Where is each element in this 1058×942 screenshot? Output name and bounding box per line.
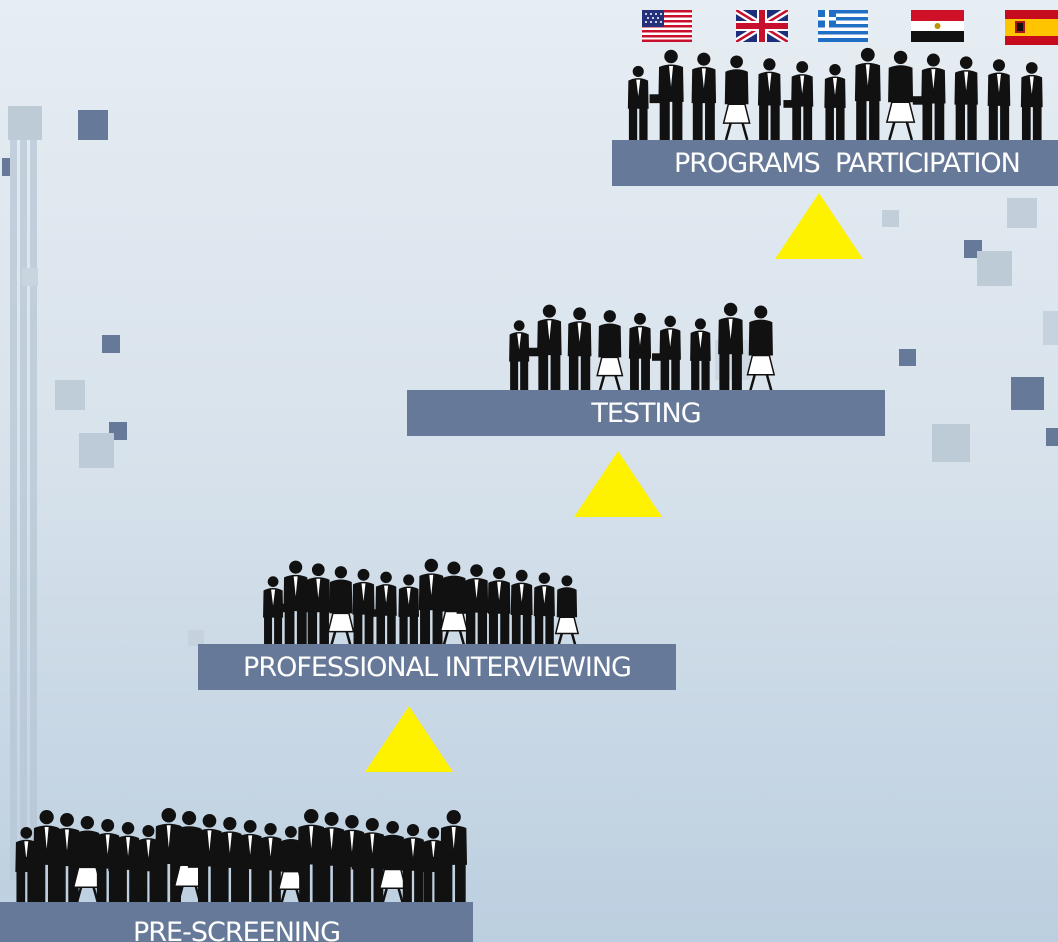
person-silhouette-icon (259, 823, 283, 905)
person-silhouette-icon (746, 305, 776, 392)
testing-crowd-silhouettes (509, 302, 776, 392)
person-silhouette-icon (339, 815, 365, 905)
person-silhouette-icon (297, 809, 325, 905)
person-silhouette-icon (327, 566, 355, 648)
person-silhouette-icon (487, 567, 511, 648)
person-silhouette-icon (318, 812, 345, 905)
person-silhouette-icon (95, 819, 120, 905)
arrow-up-icon (365, 706, 453, 772)
person-silhouette-icon (528, 304, 562, 392)
person-silhouette-icon (509, 320, 530, 392)
person-silhouette-icon (912, 53, 946, 140)
person-silhouette-icon (757, 58, 781, 140)
person-silhouette-icon (783, 61, 814, 140)
person-silhouette-icon (351, 818, 385, 905)
person-silhouette-icon (431, 810, 468, 905)
person-silhouette-icon (217, 817, 243, 905)
person-silhouette-icon (24, 810, 60, 905)
person-silhouette-icon (824, 64, 846, 140)
prescreening-crowd-silhouettes (15, 808, 468, 905)
usa-flag-icon (642, 10, 692, 42)
person-silhouette-icon (854, 47, 881, 140)
uk-flag-icon (736, 10, 788, 42)
programs-crowd-silhouettes (627, 47, 1043, 140)
person-silhouette-icon (987, 59, 1011, 140)
step-label: PROGRAMS PARTICIPATION (674, 147, 1021, 179)
person-silhouette-icon (306, 563, 331, 648)
step-pre-screening: PRE-SCREENING (0, 902, 473, 942)
person-silhouette-icon (627, 65, 649, 140)
person-silhouette-icon (367, 571, 397, 648)
greece-flag-icon (818, 10, 868, 42)
person-silhouette-icon (885, 50, 916, 140)
person-silhouette-icon (1020, 62, 1043, 140)
person-silhouette-icon (954, 56, 978, 140)
arrow-up-icon (775, 193, 863, 259)
person-silhouette-icon (567, 307, 592, 392)
person-silhouette-icon (401, 824, 425, 905)
person-silhouette-icon (691, 52, 717, 140)
egypt-flag-icon (911, 10, 964, 42)
person-silhouette-icon (628, 312, 652, 392)
step-testing: TESTING (407, 390, 885, 436)
interviewing-crowd-silhouettes (263, 558, 580, 648)
person-silhouette-icon (652, 315, 681, 392)
person-silhouette-icon (718, 302, 744, 392)
spain-flag-icon (1005, 10, 1058, 45)
person-silhouette-icon (238, 820, 263, 905)
person-silhouette-icon (352, 568, 375, 648)
step-label: PRE-SCREENING (133, 917, 341, 942)
person-silhouette-icon (108, 822, 140, 905)
person-silhouette-icon (72, 816, 103, 905)
person-silhouette-icon (398, 574, 420, 648)
person-silhouette-icon (456, 564, 489, 648)
step-label: TESTING (591, 397, 701, 429)
step-programs-participation: PROGRAMS PARTICIPATION (612, 140, 1058, 186)
step-label: PROFESSIONAL INTERVIEWING (243, 651, 632, 683)
person-silhouette-icon (533, 572, 555, 648)
person-silhouette-icon (439, 561, 469, 648)
arrow-up-icon (574, 451, 662, 517)
person-silhouette-icon (187, 814, 223, 905)
person-silhouette-icon (596, 310, 624, 392)
person-silhouette-icon (418, 558, 444, 648)
step-professional-interviewing: PROFESSIONAL INTERVIEWING (198, 644, 676, 690)
person-silhouette-icon (274, 560, 308, 648)
person-silhouette-icon (690, 318, 711, 392)
person-silhouette-icon (554, 575, 580, 648)
person-silhouette-icon (722, 55, 751, 140)
person-silhouette-icon (378, 821, 407, 905)
person-silhouette-icon (137, 825, 160, 905)
person-silhouette-icon (510, 569, 533, 648)
person-silhouette-icon (649, 49, 684, 140)
